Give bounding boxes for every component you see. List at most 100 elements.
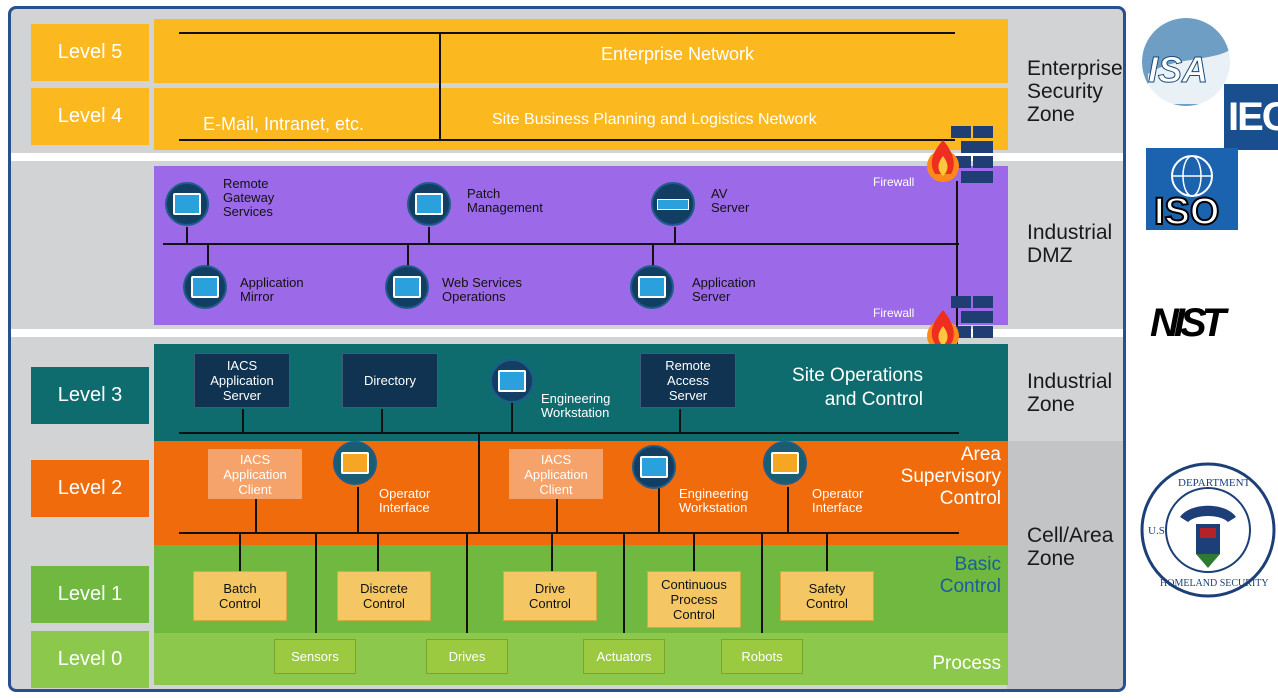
nist-logo: NIST	[1150, 298, 1274, 348]
isa-logo-text: ISA	[1148, 49, 1208, 90]
application-server-dmz-icon[interactable]	[630, 265, 674, 309]
l3-l2-link	[478, 433, 480, 533]
area-drop-3	[556, 499, 558, 532]
dhs-seal: DEPARTMENT U.S. HOMELAND SECURITY	[1140, 462, 1276, 598]
operator-interface-2-icon[interactable]	[763, 441, 807, 485]
diagram-frame: Level 5 Level 4 Level 3 Level 2 Level 1 …	[8, 6, 1126, 692]
dmz-drop-5	[674, 227, 676, 244]
actuators-line	[623, 533, 625, 643]
remote-gateway-icon[interactable]	[165, 182, 209, 226]
iec-logo: IEC	[1224, 84, 1278, 150]
patch-management-icon[interactable]	[407, 182, 451, 226]
area-bus-line	[179, 532, 959, 534]
engineering-workstation-l2-icon[interactable]	[632, 445, 676, 489]
site-ops-drop-3	[511, 402, 513, 432]
area-drop-2	[357, 487, 359, 532]
level-2-label: Level 2	[31, 460, 149, 517]
robots-line	[761, 533, 763, 643]
enterprise-network-band	[154, 19, 1008, 83]
nist-logo-text: NIST	[1150, 301, 1226, 345]
basic-drop-5	[826, 533, 828, 573]
firewall-link-vertical	[956, 181, 958, 441]
site-ops-bus-line	[179, 432, 959, 434]
dmz-drop-3	[428, 227, 430, 244]
dmz-drop-2	[207, 244, 209, 266]
dmz-separator-top	[11, 153, 1123, 161]
dmz-separator-bottom	[11, 329, 1123, 337]
site-operations-band	[154, 344, 1008, 441]
sensors-line	[315, 533, 317, 643]
firewall-top-icon	[927, 126, 993, 183]
basic-drop-3	[551, 533, 553, 573]
enterprise-network-label: Enterprise Network	[601, 44, 755, 64]
site-business-label: Site Business Planning and Logistics Net…	[492, 111, 817, 128]
web-services-icon[interactable]	[385, 265, 429, 309]
directory-server[interactable]: Directory	[342, 353, 438, 408]
dhs-left-text: U.S.	[1148, 525, 1168, 537]
sensors-box[interactable]: Sensors	[274, 639, 356, 674]
dhs-bottom-text: HOMELAND SECURITY	[1160, 578, 1269, 589]
dhs-top-text: DEPARTMENT	[1178, 477, 1251, 489]
robots-box[interactable]: Robots	[721, 639, 803, 674]
av-server-icon[interactable]	[651, 182, 695, 226]
process-title: Process	[932, 653, 1001, 674]
level-5-label: Level 5	[31, 24, 149, 81]
site-ops-drop-4	[679, 409, 681, 432]
drives-box[interactable]: Drives	[426, 639, 508, 674]
dmz-drop-6	[652, 244, 654, 266]
application-mirror-icon[interactable]	[183, 265, 227, 309]
iso-logo-text: ISO	[1154, 191, 1219, 230]
firewall-top-label: Firewall	[873, 175, 915, 189]
dmz-bus-line	[163, 243, 959, 245]
operator-interface-1-icon[interactable]	[333, 441, 377, 485]
firewall-bottom-label: Firewall	[873, 306, 915, 320]
level-3-label: Level 3	[31, 367, 149, 424]
isa-logo: ISA	[1142, 18, 1238, 106]
level-4-label: Level 4	[31, 88, 149, 145]
site-ops-drop-1	[242, 409, 244, 432]
dmz-band	[154, 166, 1008, 325]
actuators-box[interactable]: Actuators	[583, 639, 665, 674]
enterprise-line-bottom	[179, 139, 955, 141]
level-1-label: Level 1	[31, 566, 149, 623]
drives-line	[466, 533, 468, 643]
dmz-drop-1	[186, 227, 188, 244]
engineering-workstation-l3-icon[interactable]	[490, 359, 534, 403]
site-ops-drop-2	[381, 409, 383, 432]
enterprise-line-vertical	[439, 32, 441, 140]
basic-drop-4	[693, 533, 695, 573]
enterprise-line-top	[179, 32, 955, 34]
iec-logo-text: IEC	[1228, 95, 1278, 139]
email-intranet-label: E-Mail, Intranet, etc.	[203, 114, 365, 134]
basic-drop-2	[377, 533, 379, 573]
basic-drop-1	[239, 533, 241, 573]
level-0-label: Level 0	[31, 631, 149, 688]
dmz-drop-4	[407, 244, 409, 266]
